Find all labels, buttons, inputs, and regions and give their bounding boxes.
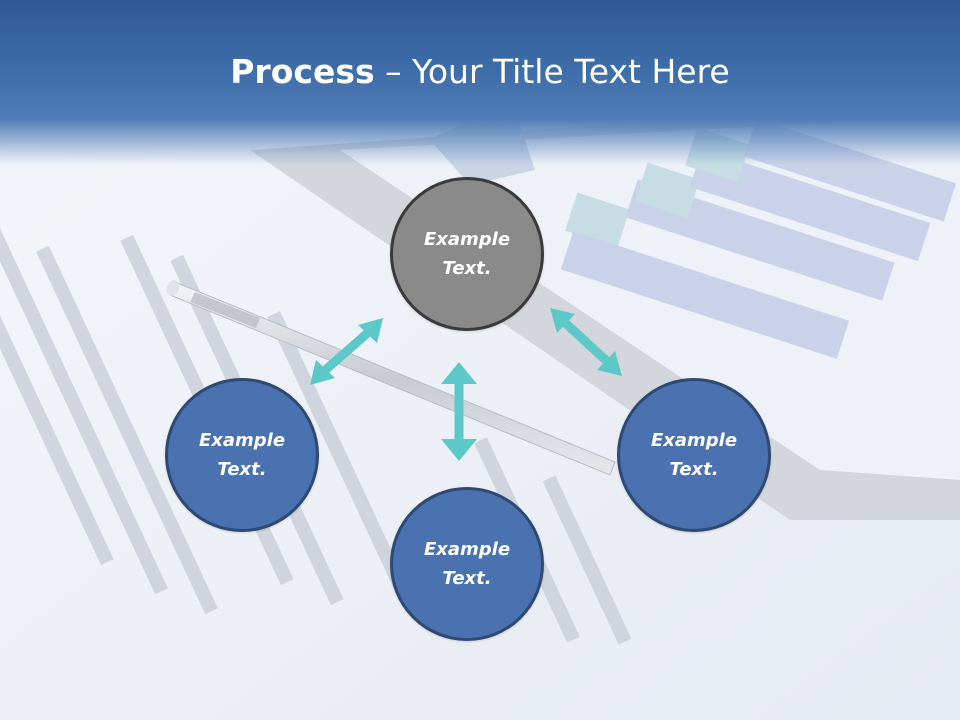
node-label-line2: Text. — [442, 258, 492, 279]
node-label-line1: Example — [423, 539, 511, 560]
node-label-line1: Example — [423, 229, 511, 250]
slide-title: Process – Your Title Text Here — [0, 52, 960, 91]
node-label-line1: Example — [198, 430, 286, 451]
title-bold: Process — [230, 52, 375, 91]
node-label-line2: Text. — [669, 459, 719, 480]
double-arrow-vertical — [441, 362, 477, 461]
node-label-line2: Text. — [442, 568, 492, 589]
node-label-line2: Text. — [217, 459, 267, 480]
title-bar — [0, 0, 960, 165]
double-arrow-top-right — [550, 308, 622, 376]
pen-illustration — [166, 280, 616, 476]
title-rest: – Your Title Text Here — [374, 52, 730, 91]
double-arrow-top-left — [310, 318, 383, 385]
node-label-line1: Example — [650, 430, 738, 451]
